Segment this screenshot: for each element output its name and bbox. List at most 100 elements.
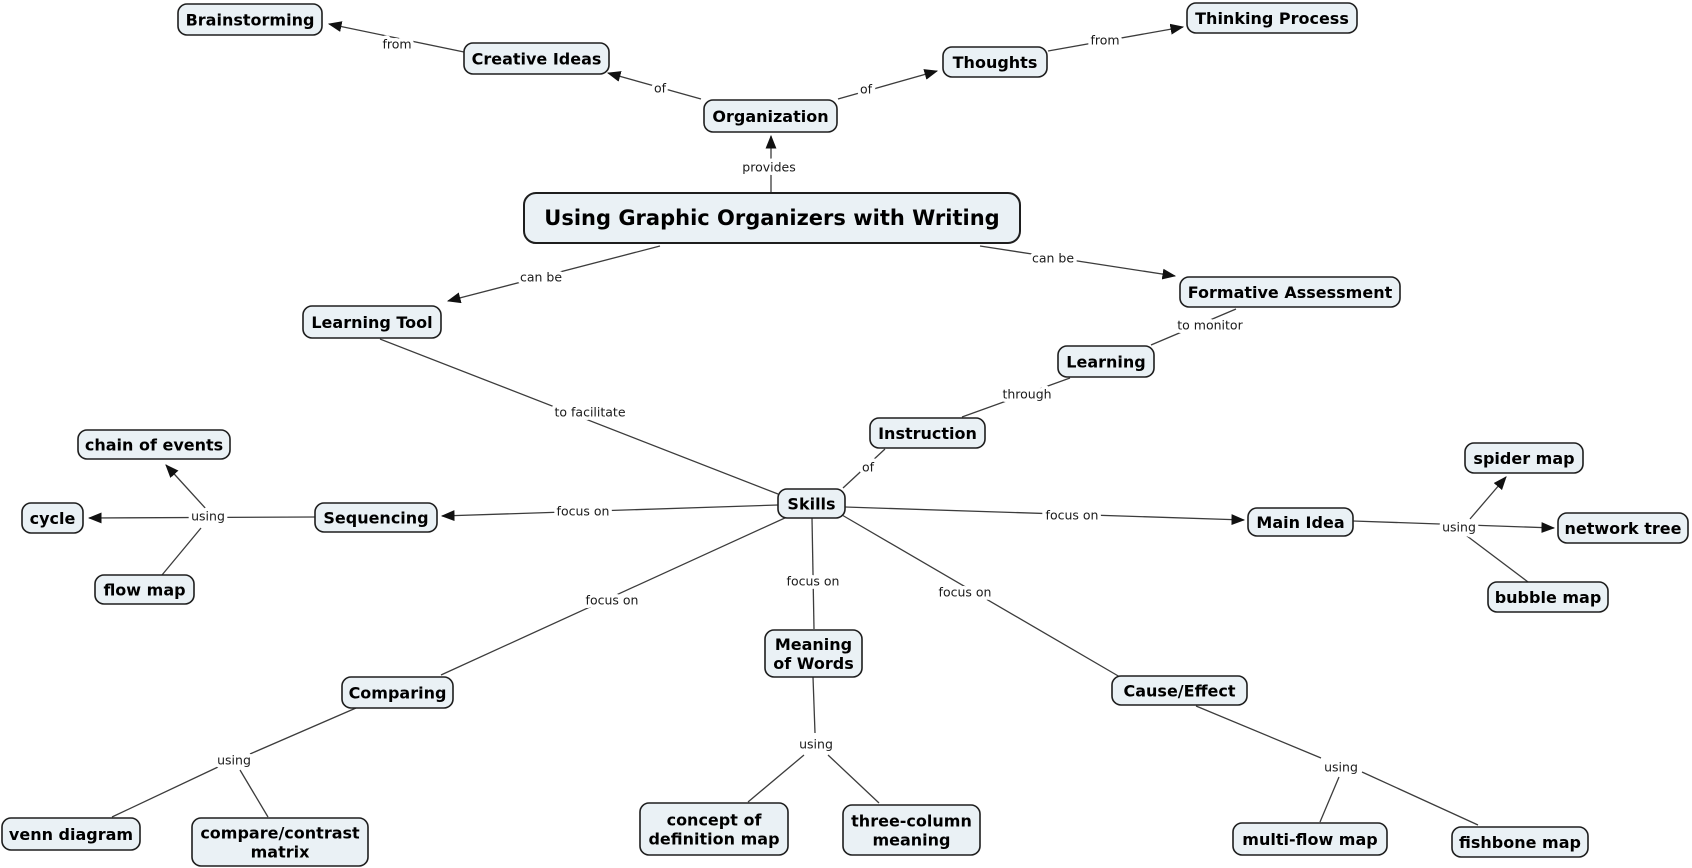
node-main-title[interactable]: Using Graphic Organizers with Writing: [523, 192, 1021, 244]
sequencing-using-cycle-label[interactable]: using: [188, 505, 229, 527]
instruction-of-skills-line: [842, 448, 886, 489]
node-cycle[interactable]: cycle: [21, 502, 84, 534]
title-can-be-formative-assessment-label[interactable]: can be: [1028, 247, 1077, 269]
node-organization-label: Organization: [712, 107, 828, 126]
node-learning[interactable]: Learning: [1057, 345, 1155, 378]
node-organization[interactable]: Organization: [703, 99, 838, 133]
node-spider-map[interactable]: spider map: [1464, 442, 1584, 474]
node-flow-map[interactable]: flow map: [94, 574, 195, 605]
node-multi-flow-map-label-line: multi-flow map: [1242, 830, 1377, 849]
node-instruction-box[interactable]: [869, 417, 986, 449]
using-to-concept-of-definition-map-line: [747, 754, 805, 803]
node-multi-flow-map[interactable]: multi-flow map: [1232, 822, 1388, 856]
node-thinking-process[interactable]: Thinking Process: [1186, 2, 1358, 34]
node-thoughts-box[interactable]: [942, 46, 1048, 78]
skills-focus-on-meaning-of-words-label[interactable]: focus on: [783, 570, 843, 592]
node-organization-label-line: Organization: [712, 107, 828, 126]
node-cause-effect-box[interactable]: [1111, 675, 1248, 706]
node-sequencing[interactable]: Sequencing: [314, 502, 438, 533]
formative-assessment-to-monitor-learning-label[interactable]: to monitor: [1174, 314, 1247, 336]
node-creative-ideas-label: Creative Ideas: [472, 49, 602, 68]
node-formative-assessment-box[interactable]: [1179, 276, 1401, 308]
learning-through-instruction-label[interactable]: through: [999, 383, 1055, 405]
node-brainstorming-box[interactable]: [177, 3, 323, 36]
node-concept-of-definition-map-box[interactable]: [639, 802, 789, 856]
node-skills[interactable]: Skills: [777, 488, 846, 519]
node-instruction-label-line: Instruction: [878, 424, 977, 443]
thoughts-to-thinking-process-line: [1047, 23, 1185, 52]
node-sequencing-box[interactable]: [314, 502, 438, 533]
skills-focus-on-comparing-label[interactable]: focus on: [582, 589, 642, 611]
cause-effect-to-using-label[interactable]: using: [1321, 756, 1362, 778]
node-brainstorming-label: Brainstorming: [186, 10, 315, 29]
node-multi-flow-map-label: multi-flow map: [1242, 830, 1377, 849]
node-main-title-box[interactable]: [523, 192, 1021, 244]
node-network-tree-box[interactable]: [1557, 512, 1689, 544]
node-cause-effect-label-line: Cause/Effect: [1123, 681, 1235, 700]
node-cycle-box[interactable]: [21, 502, 84, 534]
comparing-to-using-label[interactable]: using: [214, 749, 255, 771]
node-bubble-map[interactable]: bubble map: [1487, 581, 1609, 613]
using-to-chain-of-events-line: [165, 464, 208, 511]
title-can-be-learning-tool-label[interactable]: can be: [516, 266, 565, 288]
creative-ideas-to-brainstorming-label[interactable]: from: [379, 33, 415, 55]
node-main-idea-box[interactable]: [1247, 507, 1354, 537]
thoughts-to-thinking-process-label[interactable]: from: [1087, 29, 1123, 51]
node-comparing[interactable]: Comparing: [341, 676, 454, 709]
node-instruction[interactable]: Instruction: [869, 417, 986, 449]
title-can-be-formative-assessment-line: [979, 245, 1177, 280]
organization-to-creative-ideas-line: [606, 71, 702, 100]
node-organization-box[interactable]: [703, 99, 838, 133]
node-brainstorming-label-line: Brainstorming: [186, 10, 315, 29]
node-sequencing-label-line: Sequencing: [323, 508, 428, 527]
node-meaning-of-words-box[interactable]: [764, 629, 863, 678]
node-venn-diagram-box[interactable]: [1, 817, 141, 851]
node-fishbone-map-box[interactable]: [1451, 826, 1589, 858]
node-fishbone-map[interactable]: fishbone map: [1451, 826, 1589, 858]
learning-tool-to-facilitate-skills-label[interactable]: to facilitate: [551, 401, 629, 423]
node-bubble-map-box[interactable]: [1487, 581, 1609, 613]
node-learning-tool[interactable]: Learning Tool: [302, 305, 442, 339]
node-creative-ideas[interactable]: Creative Ideas: [463, 42, 610, 75]
organization-to-thoughts-label[interactable]: of: [856, 78, 876, 100]
node-main-idea[interactable]: Main Idea: [1247, 507, 1354, 537]
node-brainstorming[interactable]: Brainstorming: [177, 3, 323, 36]
instruction-of-skills-label[interactable]: of: [858, 456, 878, 478]
node-flow-map-box[interactable]: [94, 574, 195, 605]
node-compare-contrast-matrix-box[interactable]: [191, 817, 369, 867]
skills-focus-on-sequencing-line: [440, 504, 779, 522]
node-venn-diagram[interactable]: venn diagram: [1, 817, 141, 851]
node-spider-map-box[interactable]: [1464, 442, 1584, 474]
sequencing-using-cycle-line: [87, 512, 316, 524]
node-chain-of-events[interactable]: chain of events: [77, 429, 231, 460]
organization-to-creative-ideas-label[interactable]: of: [650, 77, 670, 99]
node-thoughts[interactable]: Thoughts: [942, 46, 1048, 78]
skills-focus-on-main-idea-label[interactable]: focus on: [1042, 504, 1102, 526]
node-multi-flow-map-box[interactable]: [1232, 822, 1388, 856]
title-provides-organization-label[interactable]: provides: [739, 156, 799, 178]
node-meaning-of-words-label-line: of Words: [773, 654, 853, 673]
node-thinking-process-label-line: Thinking Process: [1195, 9, 1349, 28]
node-learning-tool-box[interactable]: [302, 305, 442, 339]
node-learning-box[interactable]: [1057, 345, 1155, 378]
meaning-of-words-to-using-label[interactable]: using: [796, 733, 837, 755]
main-idea-using-network-tree-label[interactable]: using: [1439, 516, 1480, 538]
node-skills-box[interactable]: [777, 488, 846, 519]
skills-focus-on-cause-effect-label[interactable]: focus on: [935, 581, 995, 603]
node-comparing-box[interactable]: [341, 676, 454, 709]
node-formative-assessment[interactable]: Formative Assessment: [1179, 276, 1401, 308]
node-three-column-meaning-box[interactable]: [842, 804, 981, 856]
node-network-tree[interactable]: network tree: [1557, 512, 1689, 544]
node-chain-of-events-box[interactable]: [77, 429, 231, 460]
node-creative-ideas-box[interactable]: [463, 42, 610, 75]
node-cause-effect[interactable]: Cause/Effect: [1111, 675, 1248, 706]
skills-focus-on-sequencing-label[interactable]: focus on: [553, 500, 613, 522]
node-thinking-process-box[interactable]: [1186, 2, 1358, 34]
